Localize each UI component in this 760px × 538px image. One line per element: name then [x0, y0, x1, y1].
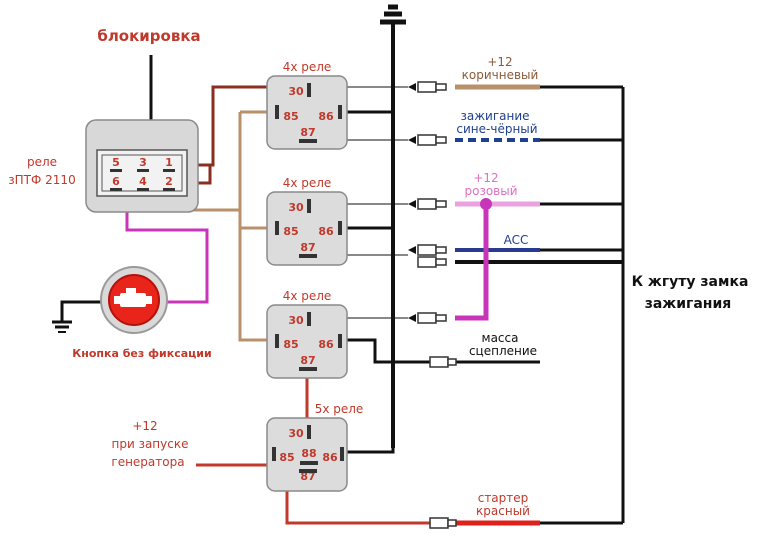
wire-ground: [60, 300, 108, 322]
wire-pink-button: [125, 188, 209, 304]
starter-label-1: стартер: [478, 491, 529, 505]
wire-generator: [196, 452, 276, 467]
zptf-pin-3: 3: [139, 156, 147, 169]
connector-acc: [408, 244, 447, 268]
relay2-pin-30: 30: [288, 201, 304, 214]
relay-5pin: 30 85 88 86 87: [266, 417, 348, 492]
relay3-title: 4х реле: [283, 289, 332, 303]
relay-3: 30 85 86 87: [266, 304, 348, 379]
zptf-pin-6: 6: [112, 175, 120, 188]
pink-wire-label: розовый: [464, 184, 517, 198]
pink-junction: [480, 198, 492, 210]
connector-r3-30: [408, 312, 447, 324]
plus12-brown: +12: [487, 55, 512, 69]
relay2-pin-85: 85: [283, 225, 298, 238]
relay5-pin-85: 85: [279, 451, 294, 464]
button-caption: Кнопка без фиксации: [72, 347, 211, 360]
relay1-pin-85: 85: [283, 110, 298, 123]
relay-2: 30 85 86 87: [266, 191, 348, 266]
connector-brown: [408, 81, 447, 93]
relay1-title: 4х реле: [283, 60, 332, 74]
relay2-pin-87: 87: [300, 241, 315, 254]
relay1-pin-86: 86: [318, 110, 334, 123]
relay2-pin-86: 86: [318, 225, 334, 238]
mass-label-2: сцепление: [469, 344, 537, 358]
relay5-title: 5х реле: [315, 402, 364, 416]
connector-blueblack: [408, 134, 447, 146]
gen-label-1: +12: [132, 419, 157, 433]
brown-wire-label: коричневый: [462, 68, 539, 82]
plus12-pink: +12: [473, 171, 498, 185]
wire-r5-86: [345, 440, 395, 454]
relay-main-label-1: реле: [27, 155, 57, 169]
wires: [52, 4, 625, 526]
connectors: [408, 81, 457, 529]
zptf-pin-1: 1: [165, 156, 173, 169]
zptf-pin-5: 5: [112, 156, 120, 169]
acc-label: ACC: [504, 233, 529, 247]
relay1-pin-30: 30: [288, 85, 304, 98]
relay1-pin-87: 87: [300, 126, 315, 139]
relay-zptf: 5 3 1 6 4 2: [85, 119, 199, 213]
relay3-pin-86: 86: [318, 338, 334, 351]
harness-label-1: К жгуту замка: [632, 274, 749, 290]
gen-label-3: генератора: [111, 455, 184, 469]
mass-label-1: масса: [482, 331, 519, 345]
gen-label-2: при запуске: [112, 437, 189, 451]
ignition-label-1: зажигание: [460, 109, 529, 123]
relay5-pin-86: 86: [322, 451, 338, 464]
relay3-pin-87: 87: [300, 354, 315, 367]
relay-main-label-2: зПТФ 2110: [8, 173, 75, 187]
engine-icon: [114, 288, 152, 307]
connector-starter: [429, 517, 457, 529]
relay5-pin-87: 87: [300, 470, 315, 483]
relay-1: 30 85 86 87: [266, 75, 348, 150]
check-engine-button[interactable]: [100, 266, 168, 334]
relay3-pin-85: 85: [283, 338, 298, 351]
relay5-pin-88: 88: [301, 447, 316, 460]
relay5-pin-30: 30: [288, 427, 304, 440]
harness-label-2: зажигания: [645, 296, 732, 312]
relay3-pin-30: 30: [288, 314, 304, 327]
relay2-title: 4х реле: [283, 176, 332, 190]
zptf-pin-4: 4: [139, 175, 147, 188]
wire-pink-vertical: [455, 204, 489, 321]
connector-pink: [408, 198, 447, 210]
wire-r3-86-mass: [345, 338, 430, 364]
connector-mass: [429, 356, 457, 368]
ignition-label-2: сине-чёрный: [456, 122, 537, 136]
zptf-pin-2: 2: [165, 175, 173, 188]
starter-label-2: красный: [476, 504, 530, 518]
block-title: блокировка: [97, 27, 200, 45]
